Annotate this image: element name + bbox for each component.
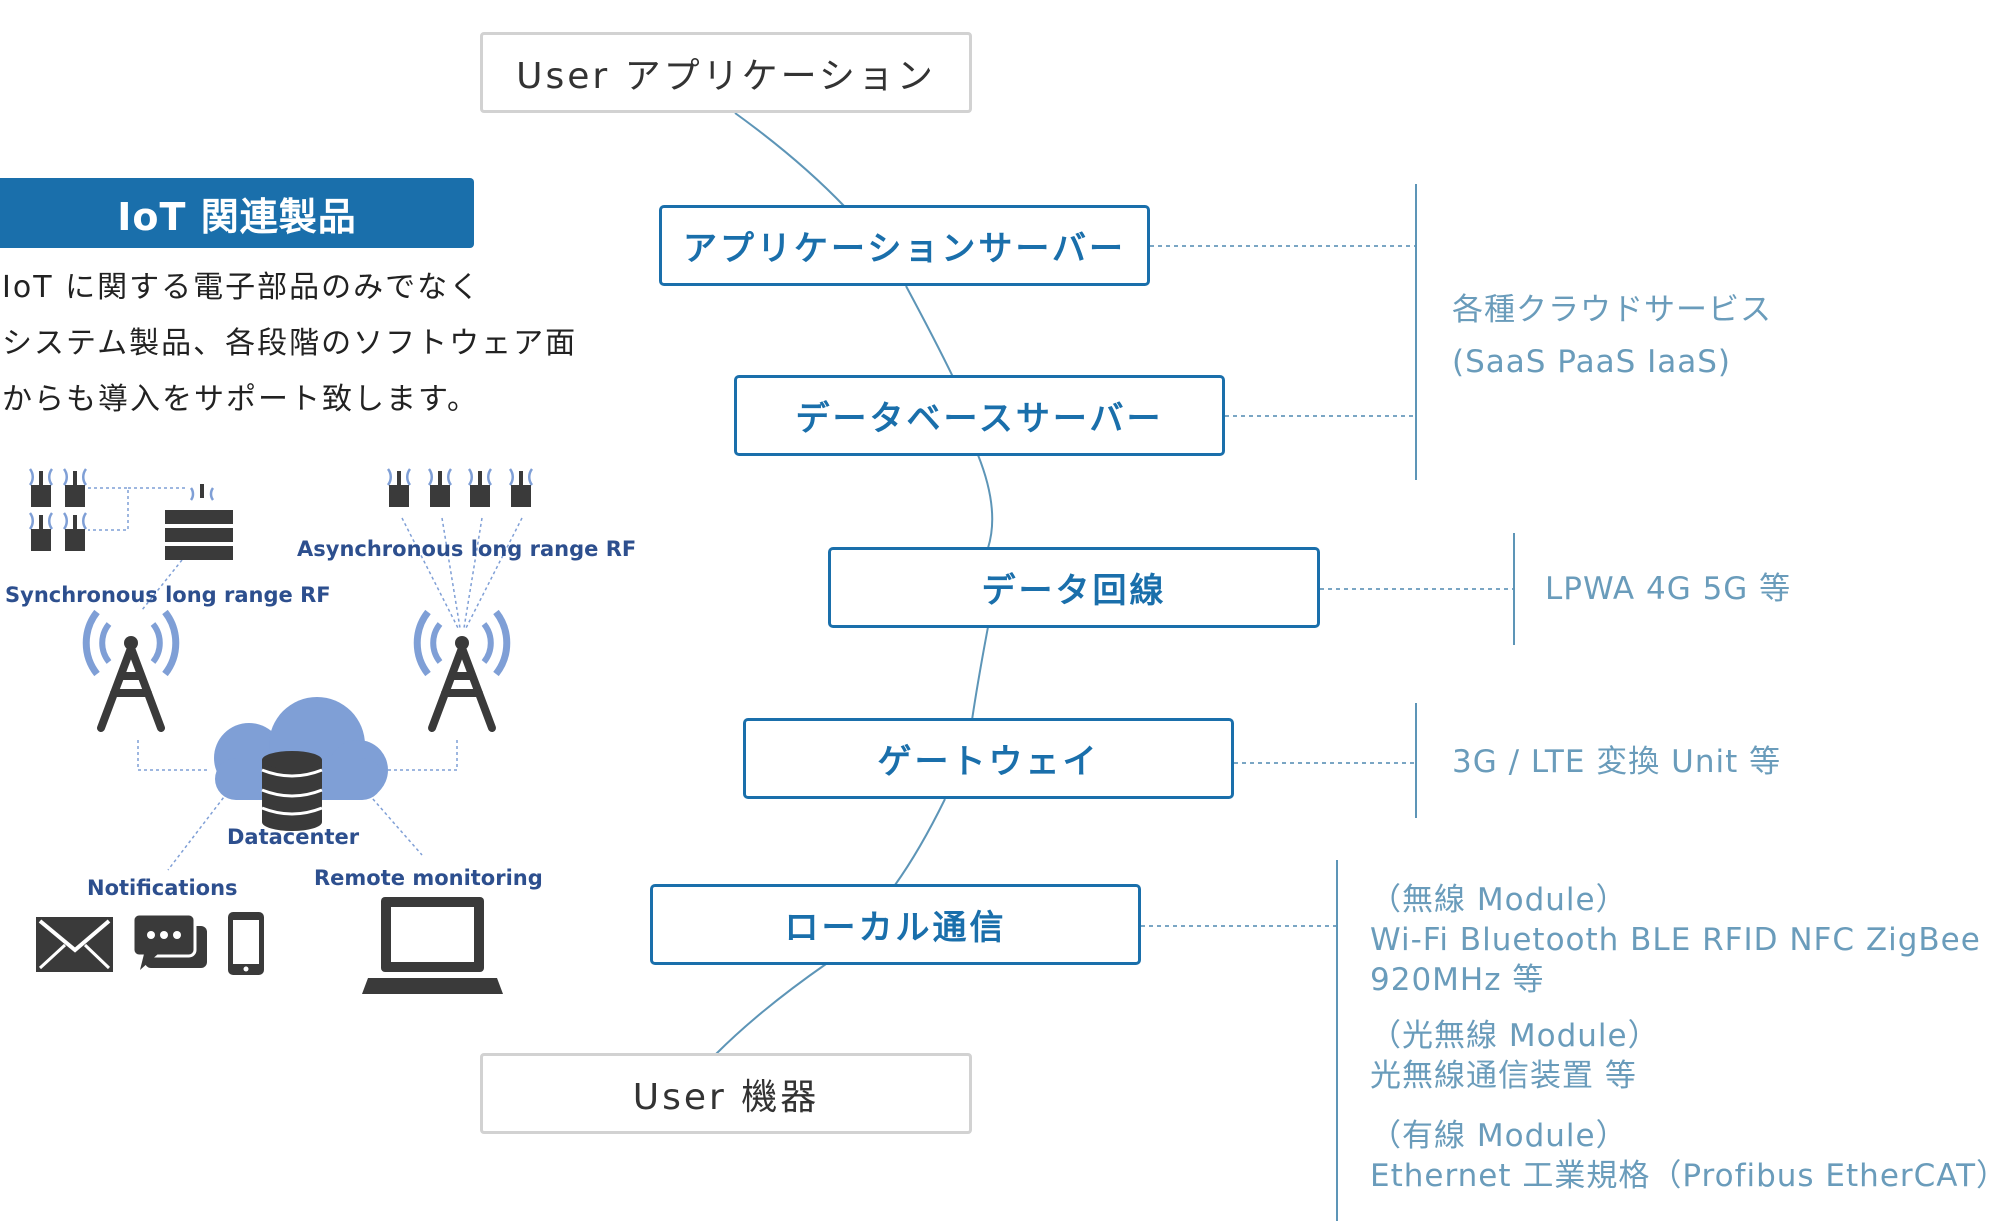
wired-heading: （有線 Module） xyxy=(1370,1118,1628,1154)
optical-line1: 光無線通信装置 等 xyxy=(1370,1058,1637,1094)
sensor-icon-7 xyxy=(467,467,493,509)
wired-line1: Ethernet 工業規格（Profibus EtherCAT）等 xyxy=(1370,1158,2003,1194)
iot-products-banner: IoT 関連製品 xyxy=(0,178,474,248)
sensor-icon-4 xyxy=(62,511,88,553)
async-rf-label: Asynchronous long range RF xyxy=(297,537,637,561)
local-annotation: （無線 Module） Wi-Fi Bluetooth BLE RFID NFC… xyxy=(1370,880,2003,1196)
local-communication-box: ローカル通信 xyxy=(650,884,1141,965)
local-communication-label: ローカル通信 xyxy=(784,908,1007,948)
connector-top xyxy=(734,112,846,208)
sync-tower-icon xyxy=(86,612,176,728)
sensor-icon-6 xyxy=(427,467,453,509)
datacenter-label: Datacenter xyxy=(227,825,360,849)
sync-rf-label: Synchronous long range RF xyxy=(5,583,331,607)
description-line2: システム製品、各段階のソフトウェア面 xyxy=(2,326,578,361)
laptop-icon xyxy=(362,897,503,994)
remote-monitoring-label: Remote monitoring xyxy=(314,866,543,890)
async-tower-icon xyxy=(417,612,507,728)
notifications-label: Notifications xyxy=(87,876,238,900)
wireless-line2: 920MHz 等 xyxy=(1370,962,1545,998)
gateway-annotation: 3G / LTE 変換 Unit 等 xyxy=(1452,744,1782,780)
connector-4 xyxy=(894,798,946,886)
connector-5 xyxy=(715,963,827,1055)
optical-heading: （光無線 Module） xyxy=(1370,1018,1660,1054)
gateway-label: ゲートウェイ xyxy=(877,742,1100,782)
cloud-annotation-line1: 各種クラウドサービス xyxy=(1452,292,1772,328)
cloud-annotation: 各種クラウドサービス (SaaS PaaS IaaS) xyxy=(1452,290,1772,382)
data-line-box: データ回線 xyxy=(828,547,1320,628)
wireless-line1: Wi-Fi Bluetooth BLE RFID NFC ZigBee xyxy=(1370,922,1981,958)
gateway-device-icon xyxy=(165,484,233,560)
chat-icon xyxy=(131,912,207,970)
sensor-icon-2 xyxy=(62,467,88,509)
sensor-icon-3 xyxy=(28,511,54,553)
mail-icon xyxy=(36,917,113,972)
database-server-label: データベースサーバー xyxy=(795,399,1164,439)
sensor-icon-5 xyxy=(386,467,412,509)
database-icon xyxy=(261,751,323,831)
cloud-annotation-line2: (SaaS PaaS IaaS) xyxy=(1452,344,1732,380)
connector-3 xyxy=(971,626,989,721)
async-sensor-group xyxy=(386,467,534,509)
sync-sensor-group xyxy=(28,467,88,553)
data-line-annotation: LPWA 4G 5G 等 xyxy=(1545,571,1792,607)
wireless-heading: （無線 Module） xyxy=(1370,882,1628,918)
connector-2 xyxy=(977,454,994,549)
connector-1 xyxy=(905,285,954,378)
application-server-label: アプリケーションサーバー xyxy=(683,229,1126,269)
user-application-box: User アプリケーション xyxy=(480,32,972,113)
application-server-box: アプリケーションサーバー xyxy=(659,205,1150,286)
data-line-label: データ回線 xyxy=(981,571,1167,611)
database-server-box: データベースサーバー xyxy=(734,375,1225,456)
description-line1: IoT に関する電子部品のみでなく xyxy=(2,270,482,305)
smartphone-icon xyxy=(228,912,264,975)
user-application-label: User アプリケーション xyxy=(516,55,936,97)
gateway-box: ゲートウェイ xyxy=(743,718,1234,799)
user-device-box: User 機器 xyxy=(480,1053,972,1134)
description-line3: からも導入をサポート致します。 xyxy=(2,382,479,417)
sensor-icon-8 xyxy=(508,467,534,509)
sensor-icon-1 xyxy=(28,467,54,509)
user-device-label: User 機器 xyxy=(632,1076,820,1118)
